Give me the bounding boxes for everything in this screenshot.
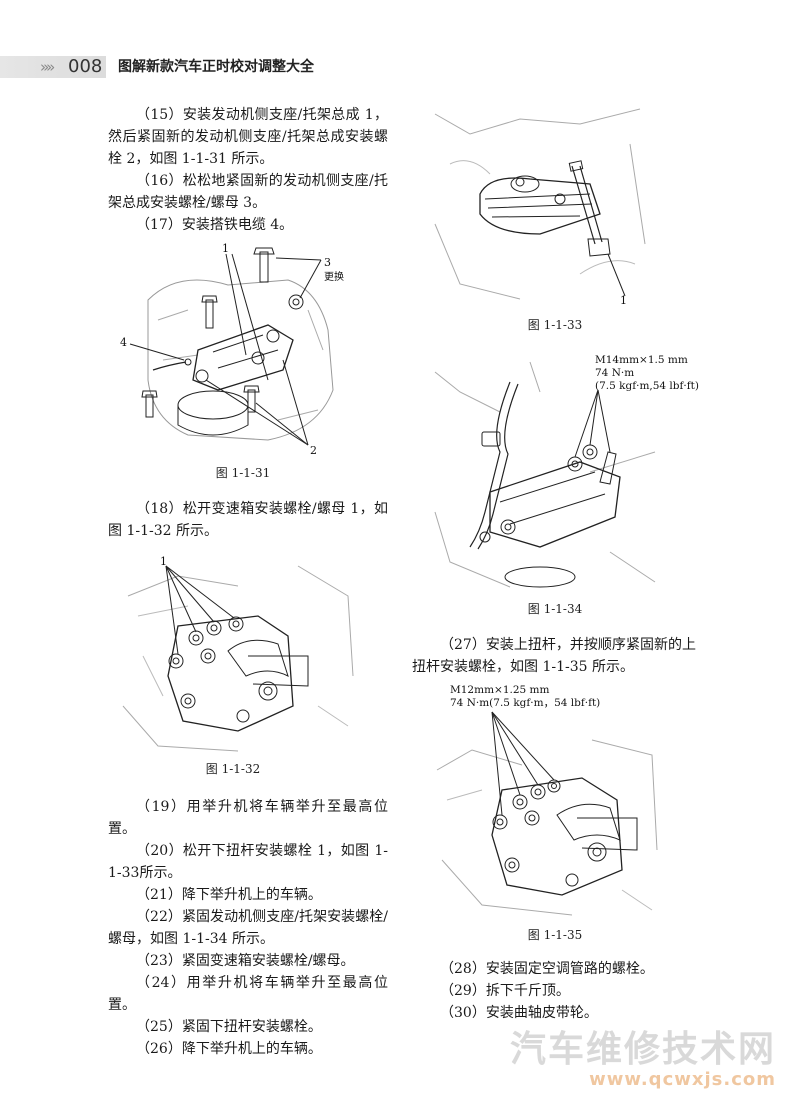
page-header: »» 008 图解新款汽车正时校对调整大全 xyxy=(0,52,790,82)
step-22: （22）紧固发动机侧支座/托架安装螺栓/螺母，如图 1-1-34 所示。 xyxy=(108,909,388,947)
spec-1-1-34: M14mm×1.5 mm 74 N·m (7.5 kgf·m,54 lbf·ft… xyxy=(595,354,745,393)
figure-1-1-31: 1 3 更换 4 2 xyxy=(118,240,368,462)
watermark-text: 汽车维修技术网 xyxy=(509,1029,776,1070)
text-block-step-18: （18）松开变速箱安装螺栓/螺母 1，如图 1-1-32 所示。 xyxy=(108,498,388,542)
step-28: （28）安装固定空调管路的螺栓。 xyxy=(440,961,654,977)
text-block-steps-28-30: （28）安装固定空调管路的螺栓。 （29）拆下千斤顶。 （30）安装曲轴皮带轮。 xyxy=(412,958,696,1024)
figure-1-1-32: 1 xyxy=(118,556,358,756)
callout-3: 3 xyxy=(324,256,331,269)
caption-1-1-34: 图 1-1-34 xyxy=(527,602,583,616)
figure-1-1-34 xyxy=(430,352,660,592)
step-29: （29）拆下千斤顶。 xyxy=(440,983,570,999)
header-band xyxy=(0,56,106,78)
caption-1-1-35: 图 1-1-35 xyxy=(527,928,583,942)
lower-torque-rod-drawing-33: 1 xyxy=(434,108,646,307)
step-18: （18）松开变速箱安装螺栓/螺母 1，如图 1-1-32 所示。 xyxy=(108,501,388,539)
callout-1: 1 xyxy=(620,294,627,307)
step-16: （16）松松地紧固新的发动机侧支座/托架总成安装螺栓/螺母 3。 xyxy=(108,173,388,211)
transmission-mount-drawing-32: 1 xyxy=(122,556,354,752)
figure-1-1-33: 1 xyxy=(430,104,650,310)
callout-3-note: 更换 xyxy=(324,270,344,283)
spec-torque: 74 N·m(7.5 kgf·m，54 lbf·ft) xyxy=(450,697,601,709)
text-block-steps-19-26: （19）用举升机将车辆举升至最高位置。 （20）松开下扭杆安装螺栓 1，如图 1… xyxy=(108,796,388,1060)
watermark: 汽车维修技术网 www.qcwxjs.com xyxy=(510,1030,776,1090)
step-15: （15）安装发动机侧支座/托架总成 1，然后紧固新的发动机侧支座/托架总成安装螺… xyxy=(108,107,388,167)
text-block-step-27: （27）安装上扭杆，并按顺序紧固新的上扭杆安装螺栓，如图 1-1-35 所示。 xyxy=(412,634,696,678)
spec-torque: 74 N·m xyxy=(595,367,635,379)
step-17: （17）安装搭铁电缆 4。 xyxy=(136,217,294,233)
spec-thread: M14mm×1.5 mm xyxy=(595,354,688,366)
text-block-steps-15-17: （15）安装发动机侧支座/托架总成 1，然后紧固新的发动机侧支座/托架总成安装螺… xyxy=(108,104,388,236)
page-number: 008 xyxy=(68,56,103,77)
step-23: （23）紧固变速箱安装螺栓/螺母。 xyxy=(136,953,355,969)
step-19: （19）用举升机将车辆举升至最高位置。 xyxy=(108,799,388,837)
upper-torque-rod-drawing-35 xyxy=(436,711,658,916)
step-24: （24）用举升机将车辆举升至最高位置。 xyxy=(108,975,388,1013)
figure-1-1-35 xyxy=(432,710,662,920)
spec-torque-alt: (7.5 kgf·m,54 lbf·ft) xyxy=(595,380,699,392)
caption-1-1-31: 图 1-1-31 xyxy=(215,466,271,480)
step-26: （26）降下举升机上的车辆。 xyxy=(136,1041,322,1057)
spec-1-1-35: M12mm×1.25 mm 74 N·m(7.5 kgf·m，54 lbf·ft… xyxy=(450,684,650,710)
callout-1: 1 xyxy=(160,556,167,568)
step-25: （25）紧固下扭杆安装螺栓。 xyxy=(136,1019,322,1035)
engine-mount-drawing-31: 1 3 更换 4 2 xyxy=(120,242,344,457)
step-27: （27）安装上扭杆，并按顺序紧固新的上扭杆安装螺栓，如图 1-1-35 所示。 xyxy=(412,637,696,675)
spec-thread: M12mm×1.25 mm xyxy=(450,684,550,696)
caption-1-1-32: 图 1-1-32 xyxy=(205,762,261,776)
callout-1: 1 xyxy=(222,242,229,255)
watermark-url: www.qcwxjs.com xyxy=(589,1069,776,1090)
book-title: 图解新款汽车正时校对调整大全 xyxy=(118,59,314,75)
step-21: （21）降下举升机上的车辆。 xyxy=(136,887,322,903)
side-mount-bracket-drawing-34 xyxy=(434,361,656,588)
double-chevron-icon: »» xyxy=(40,58,55,76)
callout-4: 4 xyxy=(120,336,127,349)
callout-2: 2 xyxy=(310,444,317,457)
step-20: （20）松开下扭杆安装螺栓 1，如图 1-1-33所示。 xyxy=(108,843,388,881)
caption-1-1-33: 图 1-1-33 xyxy=(527,318,583,332)
step-30: （30）安装曲轴皮带轮。 xyxy=(440,1005,598,1021)
